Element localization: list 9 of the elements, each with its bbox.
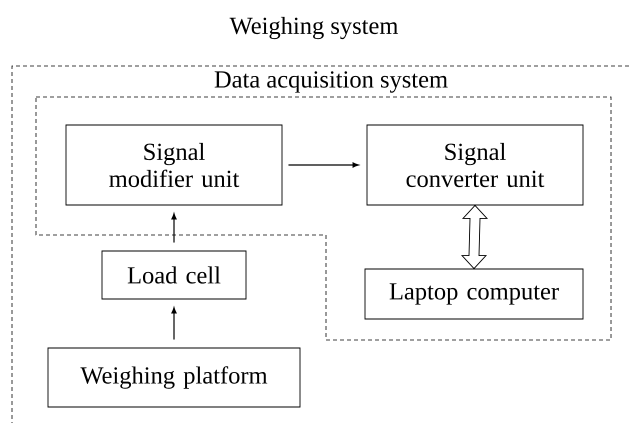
arrow	[171, 307, 177, 340]
process-box: Load cell	[102, 250, 246, 300]
process-box: Signal converter unit	[366, 124, 584, 206]
arrow	[171, 213, 177, 243]
process-box: Weighing platform	[48, 348, 300, 408]
process-box: Laptop computer	[364, 268, 584, 320]
node-label: Data acquisition system	[214, 71, 448, 93]
arrow	[288, 162, 359, 168]
process-box: Signal modifier unit	[66, 124, 282, 206]
